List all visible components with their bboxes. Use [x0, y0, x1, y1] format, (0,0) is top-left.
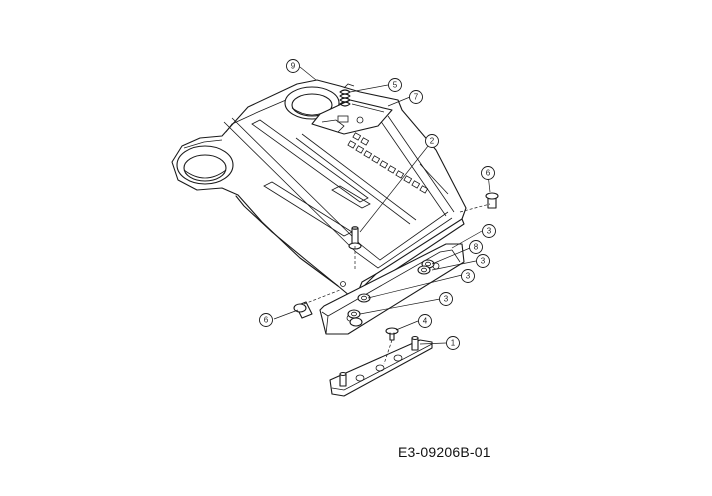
callout-4: 4	[418, 314, 432, 328]
left-cup-hole	[176, 145, 234, 185]
callout-8: 8	[469, 240, 483, 254]
callout-3-top: 3	[482, 224, 496, 238]
callout-5: 5	[388, 78, 402, 92]
callout-3-lower-label: 3	[466, 272, 471, 281]
callout-6-right-label: 6	[486, 169, 491, 178]
callout-1-label: 1	[451, 339, 456, 348]
right-cup-hole	[284, 86, 340, 120]
callout-2-label: 2	[430, 137, 435, 146]
callout-2: 2	[425, 134, 439, 148]
callout-3-bottom: 3	[439, 292, 453, 306]
footplate-part	[171, 79, 467, 297]
callout-6-left: 6	[259, 313, 273, 327]
bolt-right-part	[485, 192, 499, 209]
callout-5-label: 5	[393, 81, 398, 90]
callout-9-label: 9	[291, 62, 296, 71]
callout-1: 1	[446, 336, 460, 350]
assembly-lines	[303, 203, 491, 365]
screw-part	[385, 327, 399, 341]
callout-7-label: 7	[414, 93, 419, 102]
callout-3-top-label: 3	[487, 227, 492, 236]
callout-3-mid-label: 3	[481, 257, 486, 266]
callout-6-right: 6	[481, 166, 495, 180]
strip-plate-part	[329, 335, 433, 397]
callout-8-label: 8	[474, 243, 479, 252]
callout-4-label: 4	[423, 317, 428, 326]
callout-3-lower: 3	[461, 269, 475, 283]
callout-3-bottom-label: 3	[444, 295, 449, 304]
callout-7: 7	[409, 90, 423, 104]
callout-3-mid: 3	[476, 254, 490, 268]
spring-part	[339, 83, 355, 107]
drawing-code: E3-09206B-01	[398, 444, 491, 460]
leader-lines	[273, 66, 491, 345]
bolt-left-part	[293, 301, 313, 319]
callout-9: 9	[286, 59, 300, 73]
callout-6-left-label: 6	[264, 316, 269, 325]
nut-hardware	[347, 259, 435, 327]
slot-row	[347, 132, 429, 194]
